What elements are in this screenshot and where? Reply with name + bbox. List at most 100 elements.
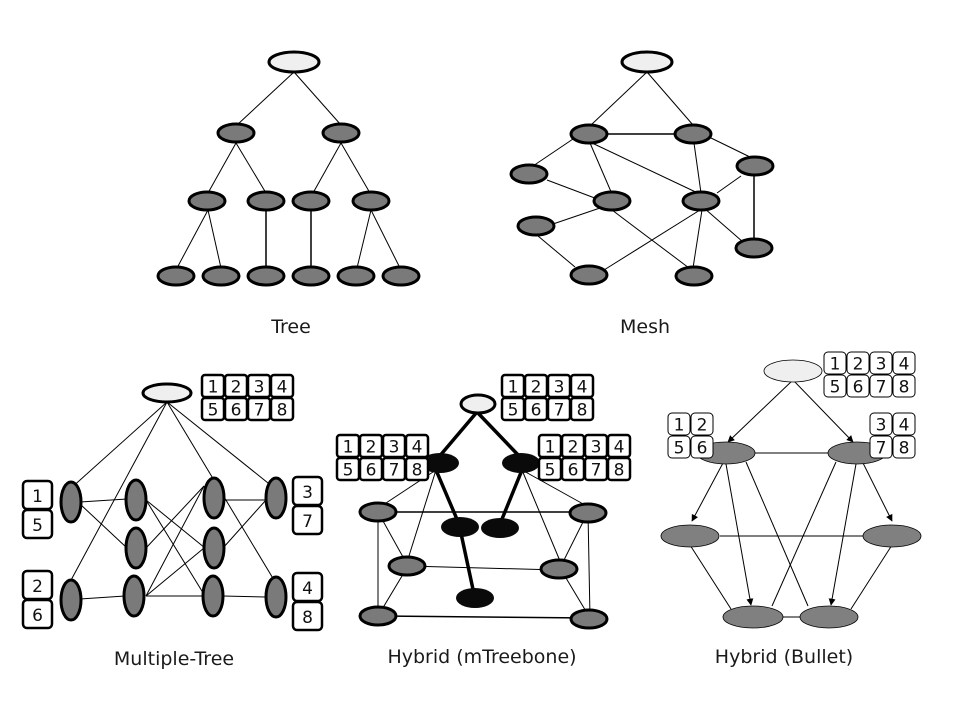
mtreebone-mesh-node xyxy=(568,502,608,524)
block-number: 1 xyxy=(830,355,841,375)
mesh-source-node xyxy=(620,50,674,74)
block-number: 4 xyxy=(577,378,588,398)
tree-node xyxy=(187,190,227,212)
block-number: 6 xyxy=(366,461,377,481)
block-number: 3 xyxy=(254,378,265,398)
substream-label: 1 xyxy=(32,487,43,507)
mesh-panel: Mesh xyxy=(509,50,775,338)
mtreebone-mesh-node xyxy=(387,555,427,577)
block-cell xyxy=(569,396,595,422)
block-number: 6 xyxy=(853,378,864,398)
mesh-node xyxy=(569,264,609,286)
block-cell xyxy=(869,412,893,436)
mtreebone-mesh-node xyxy=(358,605,398,627)
substream-label: 2 xyxy=(32,577,43,597)
block-cell xyxy=(892,374,916,398)
block-number: 4 xyxy=(614,438,625,458)
block-cell xyxy=(690,435,714,459)
block-number: 2 xyxy=(366,438,377,458)
block-number: 7 xyxy=(876,439,887,459)
tree-leaf-node xyxy=(381,265,421,287)
tree-leaf-node xyxy=(246,265,286,287)
block-number: 8 xyxy=(577,401,588,421)
block-number: 4 xyxy=(899,416,910,436)
mtreebone-backbone-node xyxy=(421,453,459,473)
block-number: 8 xyxy=(614,461,625,481)
multiple-tree-caption: Multiple-Tree xyxy=(114,648,234,670)
substream-label: 5 xyxy=(32,516,43,536)
block-number: 3 xyxy=(876,355,887,375)
multitree-node xyxy=(59,480,83,524)
block-number: 7 xyxy=(554,401,565,421)
multitree-node xyxy=(201,574,225,618)
block-cell xyxy=(869,374,893,398)
substream-label-box xyxy=(21,598,54,630)
substream-label: 7 xyxy=(302,512,313,532)
tree-source-node xyxy=(267,50,321,74)
block-cell xyxy=(892,412,916,436)
block-number: 1 xyxy=(343,438,354,458)
mesh-node xyxy=(674,265,714,287)
block-number: 5 xyxy=(508,401,519,421)
multitree-source-node xyxy=(141,382,193,404)
mesh-node xyxy=(735,155,775,177)
mesh-node xyxy=(673,123,713,145)
block-cell xyxy=(667,435,691,459)
substream-label-box xyxy=(291,600,324,632)
block-number: 3 xyxy=(389,438,400,458)
tree-caption: Tree xyxy=(270,316,311,338)
block-number: 6 xyxy=(231,401,242,421)
block-number: 2 xyxy=(531,378,542,398)
tree-leaf-node xyxy=(156,265,196,287)
block-number: 3 xyxy=(876,416,887,436)
block-cell xyxy=(892,435,916,459)
mesh-node xyxy=(516,215,556,237)
block-number: 4 xyxy=(899,355,910,375)
mtreebone-backbone-node xyxy=(481,518,519,538)
mtreebone-backbone-node xyxy=(456,588,494,608)
block-cell xyxy=(823,374,847,398)
block-number: 5 xyxy=(545,461,556,481)
block-number: 2 xyxy=(231,378,242,398)
block-number: 1 xyxy=(674,416,685,436)
block-cell xyxy=(892,351,916,375)
block-number: 5 xyxy=(343,461,354,481)
bullet-node xyxy=(862,524,922,548)
mtreebone-mesh-node xyxy=(539,558,579,580)
block-number: 2 xyxy=(853,355,864,375)
block-number: 7 xyxy=(254,401,265,421)
tree-leaf-node xyxy=(336,265,376,287)
tree-leaf-node xyxy=(201,265,241,287)
block-number: 5 xyxy=(208,401,219,421)
block-number: 3 xyxy=(554,378,565,398)
block-cell xyxy=(869,351,893,375)
tree-node xyxy=(216,122,256,144)
mesh-node xyxy=(734,237,774,259)
substream-label-box xyxy=(21,508,54,540)
block-number: 8 xyxy=(899,378,910,398)
mtreebone-backbone-node xyxy=(441,517,479,537)
bullet-node xyxy=(660,524,720,548)
tree-leaf-node xyxy=(291,265,331,287)
block-number: 7 xyxy=(591,461,602,481)
block-number: 6 xyxy=(568,461,579,481)
tree-node xyxy=(291,190,331,212)
block-number: 5 xyxy=(830,378,841,398)
block-cell xyxy=(846,374,870,398)
mesh-node xyxy=(569,123,609,145)
block-number: 1 xyxy=(208,378,219,398)
block-cell xyxy=(404,456,430,482)
block-number: 2 xyxy=(697,416,708,436)
multitree-node xyxy=(59,578,83,622)
block-cell xyxy=(690,412,714,436)
block-number: 8 xyxy=(277,401,288,421)
block-number: 8 xyxy=(412,461,423,481)
